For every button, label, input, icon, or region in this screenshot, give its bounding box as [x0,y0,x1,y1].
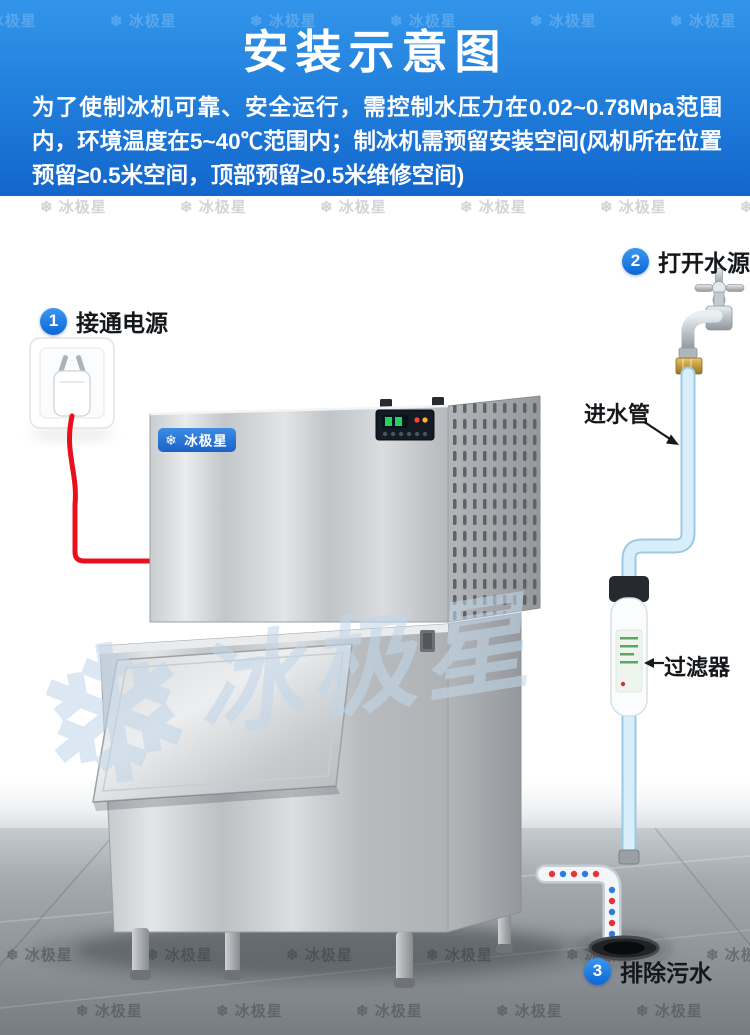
bin-rim [100,624,448,654]
wall-outlet [29,337,115,441]
header-description: 为了使制冰机可靠、安全运行，需控制水压力在0.02~0.78Mpa范围内，环境温… [32,95,722,188]
brand-name: 冰极星 [184,433,228,449]
step-3-label: 排除污水 [620,960,712,986]
power-wire [67,413,159,564]
faucet-spout [681,309,723,357]
step-2-badge: 2 [622,247,649,275]
page-title: 安装示意图 [242,26,508,78]
machine-legs-front [130,928,415,988]
drain-assembly [535,864,670,965]
step-1-badge: 1 [40,307,67,335]
step-3-badge: 3 [584,957,611,985]
annotation-arrows [644,422,679,668]
header-banner: 安装示意图 为了使制冰机可靠、安全运行，需控制水压力在0.02~0.78Mpa范… [0,0,750,196]
vent-grille [450,398,540,620]
ice-maker-head: ❄ 冰极星 [149,395,541,623]
machine-shadow [30,918,610,986]
water-filter [609,576,649,717]
faucet [675,267,745,375]
storage-bin [92,612,522,933]
bin-door [92,643,353,811]
step-open-water: 2 打开水源 [622,244,750,278]
ice-machine: ❄ 冰极星 [92,395,541,988]
inlet-pipe-arrow [645,422,671,440]
brand-logo-plate: ❄ 冰极星 [158,428,236,452]
step-2-label: 打开水源 [658,250,750,276]
filter-annotation: 过滤器 [664,655,731,680]
step-1-label: 接通电源 [76,310,168,336]
panel-buttons [382,431,428,437]
step-drain-waste: 3 排除污水 [584,954,712,988]
machine-legs-back [223,908,513,980]
plug-pins [58,355,86,374]
filter-cap [609,576,649,602]
inlet-pipe-annotation: 进水管 [584,402,651,427]
inlet-pipe [621,366,696,864]
control-panel [375,409,435,441]
brand-snowflake-icon: ❄ [165,432,177,448]
power-plug [53,370,91,417]
drain-hose-dots [548,870,616,938]
step-connect-power: 1 接通电源 [40,304,168,338]
pipe-connector [618,849,640,865]
